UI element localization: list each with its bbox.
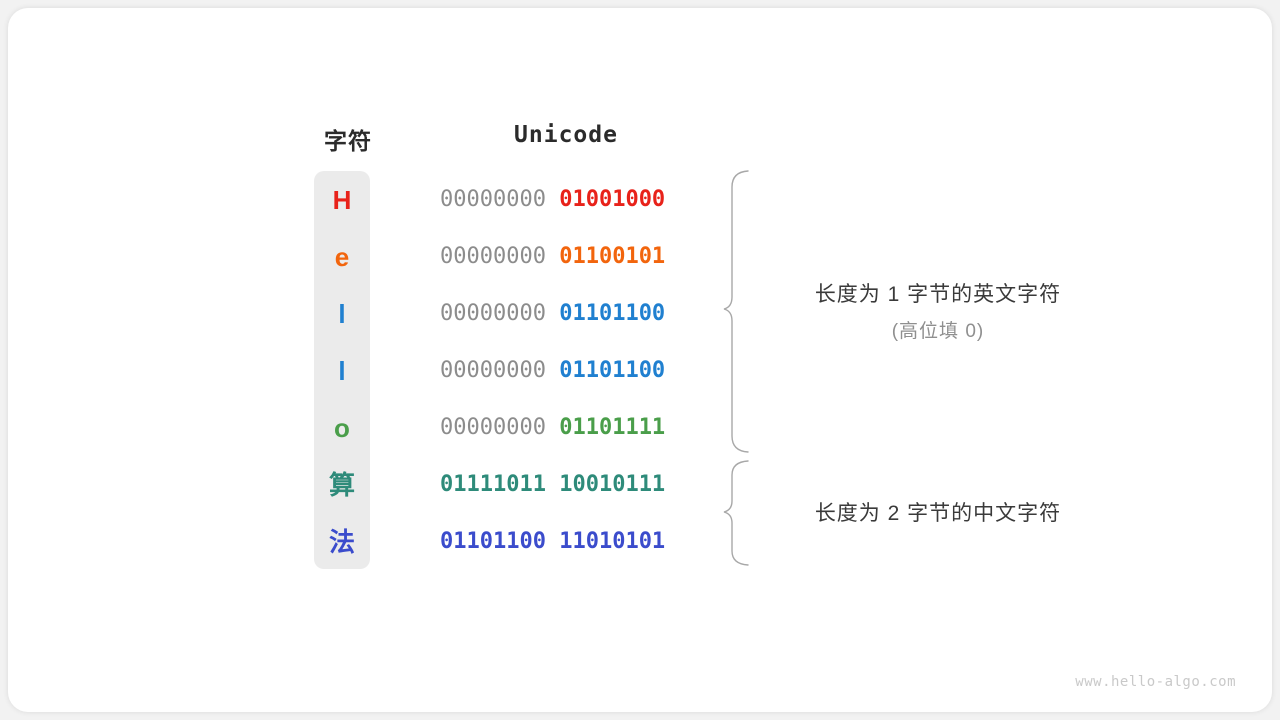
binary-row: 00000000 01100101 xyxy=(440,242,696,272)
binary-row: 00000000 01001000 xyxy=(440,185,696,215)
annotation-english-sub: (高位填 0) xyxy=(891,321,985,342)
high-byte: 01101100 xyxy=(440,529,546,554)
header-character: 字符 xyxy=(324,128,372,154)
annotation-chinese: 长度为 2 字节的中文字符 xyxy=(768,497,1108,527)
low-byte: 01101100 xyxy=(559,358,666,383)
low-byte: 01101100 xyxy=(559,301,666,326)
annotation-chinese-main: 长度为 2 字节的中文字符 xyxy=(814,502,1062,525)
brace-english xyxy=(723,170,749,453)
low-byte: 11010101 xyxy=(559,529,666,554)
low-byte: 01001000 xyxy=(559,187,666,212)
figure-card: 字符 Unicode H e l l o 算 法 00000000 010010… xyxy=(8,8,1272,712)
character-cell: o xyxy=(334,413,350,443)
annotation-english: 长度为 1 字节的英文字符 (高位填 0) xyxy=(768,278,1108,343)
binary-row: 00000000 01101100 xyxy=(440,356,696,386)
low-byte: 01100101 xyxy=(559,244,666,269)
character-cell: 法 xyxy=(328,527,355,557)
high-byte: 00000000 xyxy=(440,187,546,212)
group-braces xyxy=(723,170,749,566)
high-byte: 00000000 xyxy=(440,244,546,269)
high-byte: 00000000 xyxy=(440,301,546,326)
watermark: www.hello-algo.com xyxy=(1075,674,1236,690)
binary-row: 01111011 10010111 xyxy=(440,470,696,500)
brace-chinese xyxy=(723,460,749,566)
high-byte: 01111011 xyxy=(440,472,546,497)
low-byte: 10010111 xyxy=(559,472,666,497)
header-unicode: Unicode xyxy=(514,122,618,148)
character-cell: l xyxy=(338,299,346,329)
character-cell: l xyxy=(338,356,346,386)
character-cell: e xyxy=(334,242,350,272)
high-byte: 00000000 xyxy=(440,415,546,440)
binary-row: 00000000 01101100 xyxy=(440,299,696,329)
low-byte: 01101111 xyxy=(559,415,666,440)
high-byte: 00000000 xyxy=(440,358,546,383)
binary-row: 01101100 11010101 xyxy=(440,527,696,557)
binary-row: 00000000 01101111 xyxy=(440,413,696,443)
character-cell: H xyxy=(332,185,352,215)
character-column: H e l l o 算 法 xyxy=(314,171,370,569)
annotation-english-main: 长度为 1 字节的英文字符 xyxy=(814,283,1062,306)
character-cell: 算 xyxy=(328,470,355,500)
